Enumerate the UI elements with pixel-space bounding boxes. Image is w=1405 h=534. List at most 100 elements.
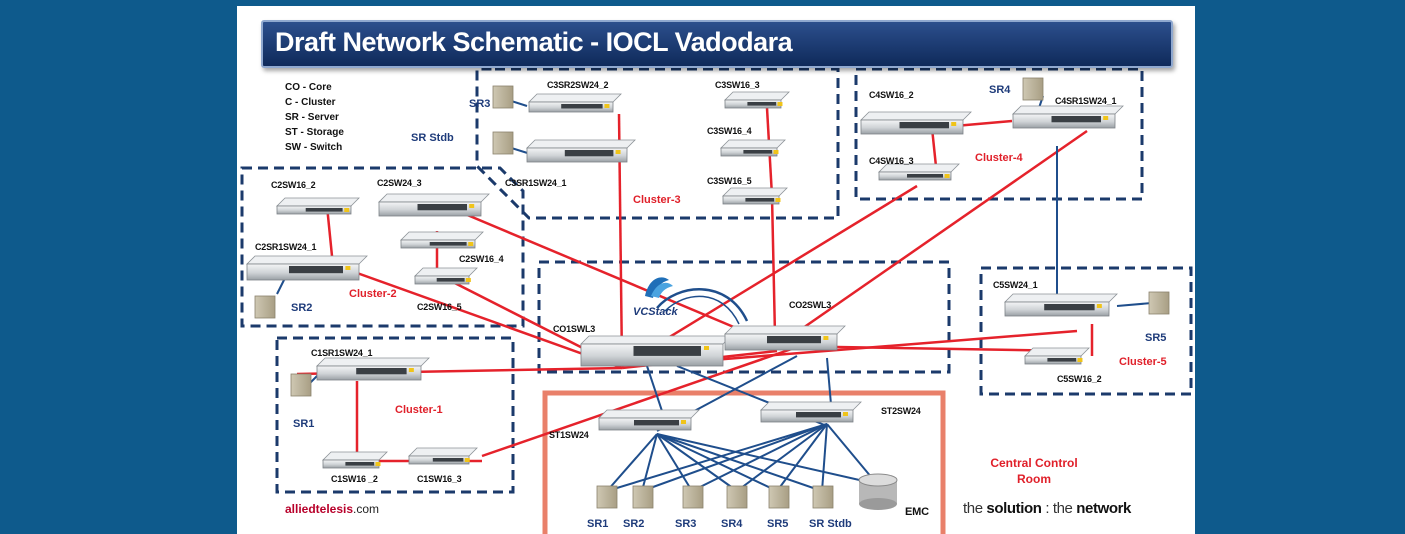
switch-icon [722,187,788,205]
bottom-server-label: SR Stdb [809,518,852,530]
blue-link [826,423,878,485]
legend-item: C - Cluster [285,97,336,108]
cluster-label-3: Cluster-3 [633,194,681,206]
device-label-co1swl3: CO1SWL3 [553,324,596,334]
bottom-server-label: SR4 [721,518,743,530]
cluster3-box [475,67,840,220]
device-label-c2sw16-2: C2SW16_2 [271,180,316,190]
switch-icon [400,231,484,249]
switch-icon [414,267,478,285]
tagline-sep: : the [1041,500,1077,517]
switch-icon [720,139,786,157]
switch-icon [878,163,960,181]
server-icon [812,485,834,509]
blue-link [606,433,658,492]
blue-link [736,423,828,492]
server-icon [290,373,312,397]
emc-storage-icon [858,473,898,510]
device-label-c5sw16-2: C5SW16_2 [1057,374,1102,384]
switch-icon [526,139,636,163]
red-link [331,262,623,370]
device-label-c2sw16-5: C2SW16_5 [417,302,462,312]
cluster5-box [979,266,1193,396]
legend-item: ST - Storage [285,127,344,138]
legend-item: CO - Core [285,82,332,93]
device-label-co2swl3: CO2SWL3 [789,300,832,310]
switch-icon [1024,347,1090,365]
switch-icon [246,255,368,281]
slide: Draft Network Schematic - IOCL Vadodara … [237,6,1195,534]
emc-label: EMC [905,506,929,518]
device-label-c2sr1sw24-1: C2SR1SW24_1 [255,242,317,252]
vcs-label: VCStack [633,306,678,318]
switch-icon [1012,105,1124,129]
server-icon [492,85,514,109]
blue-link [656,433,738,492]
server-icon [682,485,704,509]
core-box [537,260,951,374]
device-label-c3sw16-3: C3SW16_3 [715,80,760,90]
bottom-server-label: SR5 [767,518,789,530]
blue-link [1116,302,1153,307]
switch-icon [316,357,430,381]
server-icon [596,485,618,509]
switch-icon [860,111,972,135]
title-bar: Draft Network Schematic - IOCL Vadodara [261,20,1173,68]
device-label-c1sw16-2: C1SW16 _2 [331,474,378,484]
central-control-room-label-line1: Central Control [990,456,1078,470]
cluster-label-1: Cluster-1 [395,404,443,416]
brand-suffix: .com [353,502,380,516]
bottom-server-label: SR2 [623,518,645,530]
device-label-c5sw24-1: C5SW24_1 [993,280,1038,290]
device-label-c4sr1sw24-1: C4SR1SW24_1 [1055,96,1117,106]
switch-icon [528,93,622,113]
server-label-sr2: SR2 [291,302,313,314]
allied-telesis-logo: alliedtelesis.com [285,502,379,516]
device-label-c2sw24-3: C2SW24_3 [377,178,422,188]
device-label-c2sw16-4: C2SW16_4 [459,254,504,264]
blue-link [641,423,828,492]
blue-link [776,423,828,492]
blue-link [606,423,828,492]
cluster-label-5: Cluster-5 [1119,356,1167,368]
server-icon [632,485,654,509]
server-icon [254,295,276,319]
blue-link [821,423,828,492]
bottom-server-label: SR1 [587,518,609,530]
blue-link [656,433,878,485]
switch-icon [724,91,790,109]
switch-icon [1004,293,1118,317]
device-label-c1sw16-3: C1SW16_3 [417,474,462,484]
vcs-stack-arc [656,288,749,322]
red-link [770,195,777,337]
server-label-sr3: SR3 [469,98,491,110]
red-link [776,129,1088,348]
device-label-c3sw16-4: C3SW16_4 [707,126,752,136]
cluster1-box [275,336,515,494]
device-label-st1sw24: ST1SW24 [549,430,589,440]
legend-item: SR - Server [285,112,339,123]
device-label-st2sw24: ST2SW24 [881,406,921,416]
device-label-c3sr2sw24-2: C3SR2SW24_2 [547,80,609,90]
server-icon [1022,77,1044,101]
device-label-c3sw16-5: C3SW16_5 [707,176,752,186]
server-label-sr4: SR4 [989,84,1011,96]
server-label-sr-stdb: SR Stdb [411,132,454,144]
server-icon [726,485,748,509]
blue-link [656,433,823,492]
switch-icon [408,447,478,465]
tagline: the solution : the network [963,500,1131,517]
tagline-network: network [1076,500,1131,517]
cluster-label-2: Cluster-2 [349,288,397,300]
tagline-pre: the [963,500,987,517]
brand-name: alliedtelesis [285,502,354,516]
cluster2-box [240,166,525,328]
switch-icon [276,197,360,215]
switch-icon [724,325,846,351]
blue-link [656,433,693,492]
switch-icon [598,409,700,431]
cluster-label-4: Cluster-4 [975,152,1023,164]
vcs-logo-icon [645,277,673,298]
switch-icon [322,451,388,469]
blue-link [641,433,658,492]
